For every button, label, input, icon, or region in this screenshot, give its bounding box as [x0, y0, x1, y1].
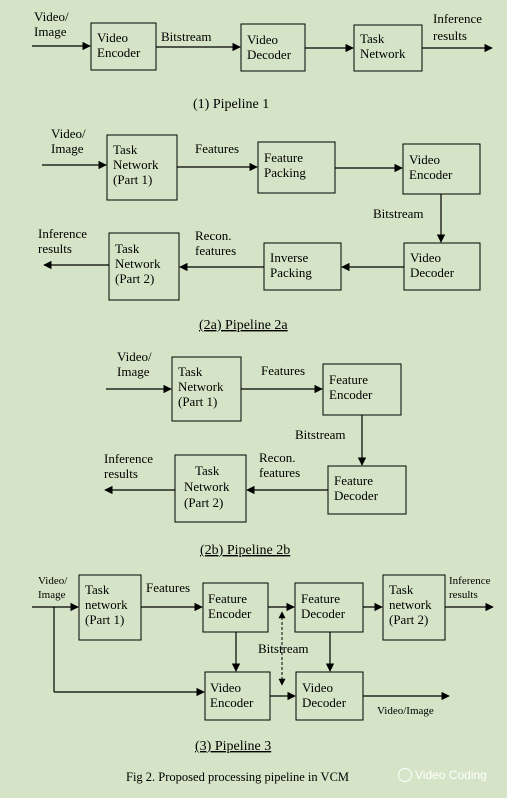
- p3-features-label: Features: [146, 580, 190, 595]
- p2b-caption: (2b) Pipeline 2b: [200, 543, 290, 558]
- p3-bitstream-label: Bitstream: [258, 641, 309, 656]
- p3-feature-decoder-box: [294, 582, 364, 633]
- p2a-features-label: Features: [195, 141, 239, 156]
- p2b-task1-box: [171, 356, 242, 422]
- p2a-video-decoder-box: [403, 242, 481, 291]
- p1-caption: (1) Pipeline 1: [193, 97, 269, 112]
- p2b-input-label: Video/Image: [117, 349, 152, 379]
- p2b-feature-encoder-box: [322, 363, 402, 416]
- p2a-caption: (2a) Pipeline 2a: [199, 318, 288, 333]
- p2a-task2-box: [108, 232, 180, 301]
- p3-feature-encoder-box: [202, 582, 269, 633]
- p1-video-decoder-box: [240, 23, 306, 72]
- p2a-video-encoder-box: [402, 143, 481, 195]
- p3-video-encoder-box: [204, 671, 271, 721]
- p3-task1-box: [78, 574, 142, 641]
- p3-task2-box: [382, 574, 446, 641]
- p2b-recon-label: Recon.features: [259, 450, 300, 480]
- p2a-recon-label: Recon.features: [195, 228, 236, 258]
- p3-caption: (3) Pipeline 3: [195, 739, 271, 754]
- p2b-features-label: Features: [261, 363, 305, 378]
- p2a-feature-packing-box: [257, 141, 336, 194]
- p3-input-label: Video/Image: [38, 575, 68, 601]
- p2a-input-label: Video/Image: [51, 126, 86, 156]
- watermark-text: Video Coding: [415, 768, 487, 782]
- p3-video-decoder-box: [295, 671, 364, 721]
- p2b-task2-box: [174, 454, 247, 523]
- p2a-task1-box: [106, 134, 178, 201]
- p2b-feature-decoder-box: [327, 465, 407, 515]
- p2a-bitstream-label: Bitstream: [373, 206, 424, 221]
- p3-video-output-label: Video/Image: [377, 705, 434, 717]
- p2b-bitstream-label: Bitstream: [295, 427, 346, 442]
- p1-input-label: Video/Image: [34, 9, 69, 39]
- figure-caption: Fig 2. Proposed processing pipeline in V…: [126, 770, 349, 784]
- p1-bitstream-label: Bitstream: [161, 29, 212, 44]
- watermark: Video Coding: [398, 768, 487, 782]
- watermark-logo-icon: [398, 768, 412, 782]
